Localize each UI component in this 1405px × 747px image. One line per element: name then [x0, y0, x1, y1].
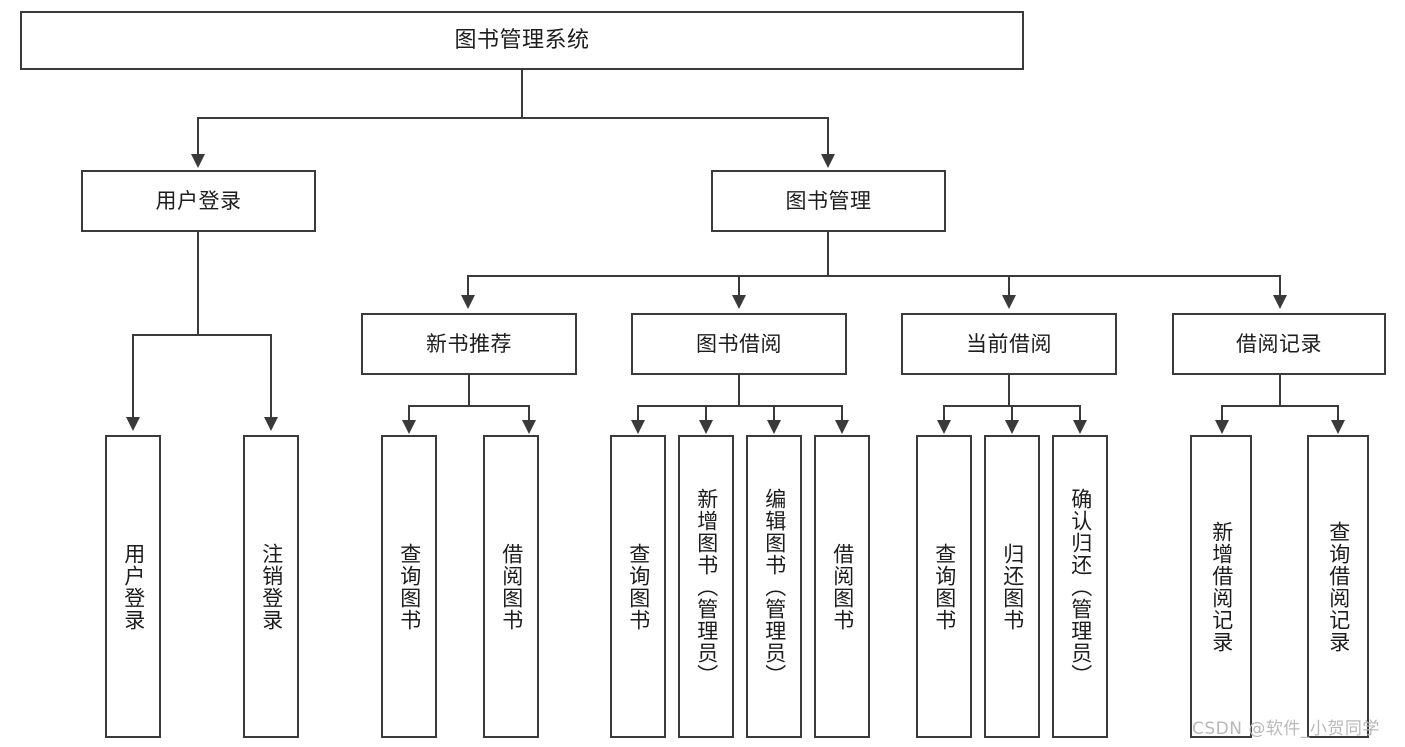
arrow-current-borrow-child-3	[1073, 420, 1087, 434]
leaf-book-borrow-query[interactable]: 查询图书	[610, 435, 666, 738]
connector-borrow-records-stem	[1279, 375, 1281, 406]
connector-root-bar	[197, 117, 829, 119]
connector-root-stem	[521, 70, 523, 118]
connector-book-borrow-child-4	[841, 405, 843, 421]
leaf-borrow-records-query[interactable]: 查询借阅记录	[1307, 435, 1369, 738]
arrow-user-login-child-2	[264, 417, 278, 431]
leaf-user-login-signin[interactable]: 用户登录	[105, 435, 161, 738]
arrow-book-manage-child-3	[1002, 295, 1016, 309]
arrow-root-to-user-login	[191, 154, 205, 168]
arrow-new-book-child-1	[402, 420, 416, 434]
node-label: 确认归还（管理员）	[1068, 487, 1093, 686]
node-label: 用户登录	[121, 542, 146, 631]
connector-current-borrow-stem	[1008, 375, 1010, 406]
connector-book-borrow-stem	[738, 375, 740, 406]
connector-book-borrow-child-1	[637, 405, 639, 421]
node-label: 借阅记录	[1236, 331, 1322, 356]
node-root-system[interactable]: 图书管理系统	[20, 11, 1024, 70]
connector-new-book-bar	[408, 405, 529, 407]
arrow-book-borrow-child-3	[767, 420, 781, 434]
connector-book-manage-stem	[827, 232, 829, 276]
node-label: 当前借阅	[966, 331, 1052, 356]
connector-root-to-book-manage	[827, 117, 829, 155]
leaf-borrow-records-add[interactable]: 新增借阅记录	[1190, 435, 1252, 738]
node-label: 新增借阅记录	[1209, 520, 1234, 653]
node-label: 用户登录	[155, 188, 242, 213]
connector-borrow-records-bar	[1221, 405, 1338, 407]
node-label: 新书推荐	[426, 331, 512, 356]
connector-book-manage-child-1	[467, 275, 469, 296]
connector-book-borrow-bar	[637, 405, 842, 407]
arrow-book-manage-child-1	[461, 295, 475, 309]
arrow-book-borrow-child-4	[835, 420, 849, 434]
node-label: 借阅图书	[830, 542, 855, 631]
leaf-book-borrow-edit[interactable]: 编辑图书（管理员）	[746, 435, 802, 738]
arrow-borrow-records-child-1	[1215, 420, 1229, 434]
leaf-book-borrow-add[interactable]: 新增图书（管理员）	[678, 435, 734, 738]
node-label: 图书借阅	[696, 331, 782, 356]
arrow-new-book-child-2	[522, 420, 536, 434]
connector-user-login-bar	[132, 334, 272, 336]
node-label: 图书管理	[785, 188, 872, 213]
connector-current-borrow-child-1	[943, 405, 945, 421]
node-book-management[interactable]: 图书管理	[711, 170, 946, 232]
connector-book-manage-child-2	[738, 275, 740, 296]
connector-borrow-records-child-2	[1337, 405, 1339, 421]
watermark-text: CSDN @软件_小贺同学	[1192, 719, 1380, 739]
leaf-current-borrow-confirm-return[interactable]: 确认归还（管理员）	[1052, 435, 1108, 738]
leaf-user-login-signout[interactable]: 注销登录	[243, 435, 299, 738]
connector-new-book-child-1	[408, 405, 410, 421]
node-label: 编辑图书（管理员）	[762, 487, 787, 686]
arrow-book-borrow-child-2	[699, 420, 713, 434]
connector-current-borrow-child-2	[1011, 405, 1013, 421]
connector-book-manage-child-4	[1279, 275, 1281, 296]
connector-user-login-child-2	[270, 334, 272, 418]
node-label: 图书管理系统	[454, 27, 590, 53]
arrow-user-login-child-1	[126, 417, 140, 431]
leaf-current-borrow-query[interactable]: 查询图书	[916, 435, 972, 738]
arrow-root-to-book-manage	[821, 154, 835, 168]
connector-user-login-stem	[197, 232, 199, 335]
connector-root-to-user-login	[197, 117, 199, 155]
arrow-book-borrow-child-1	[631, 420, 645, 434]
connector-book-manage-child-3	[1008, 275, 1010, 296]
node-book-borrow[interactable]: 图书借阅	[631, 313, 847, 375]
connector-book-borrow-child-3	[773, 405, 775, 421]
leaf-new-book-borrow[interactable]: 借阅图书	[483, 435, 539, 738]
node-label: 查询借阅记录	[1326, 520, 1351, 653]
connector-book-manage-bar	[467, 275, 1280, 277]
arrow-book-manage-child-4	[1273, 295, 1287, 309]
connector-new-book-stem	[468, 375, 470, 406]
connector-book-borrow-child-2	[705, 405, 707, 421]
node-label: 新增图书（管理员）	[694, 487, 719, 686]
node-new-book-recommend[interactable]: 新书推荐	[361, 313, 577, 375]
node-label: 查询图书	[932, 542, 957, 631]
connector-user-login-child-1	[132, 334, 134, 418]
node-current-borrow[interactable]: 当前借阅	[901, 313, 1117, 375]
connector-borrow-records-child-1	[1221, 405, 1223, 421]
node-label: 注销登录	[259, 542, 284, 631]
connector-new-book-child-2	[528, 405, 530, 421]
leaf-current-borrow-return[interactable]: 归还图书	[984, 435, 1040, 738]
node-label: 借阅图书	[499, 542, 524, 631]
arrow-current-borrow-child-2	[1005, 420, 1019, 434]
leaf-new-book-query[interactable]: 查询图书	[381, 435, 437, 738]
node-borrow-records[interactable]: 借阅记录	[1172, 313, 1386, 375]
leaf-book-borrow-borrow[interactable]: 借阅图书	[814, 435, 870, 738]
connector-current-borrow-child-3	[1079, 405, 1081, 421]
arrow-borrow-records-child-2	[1331, 420, 1345, 434]
node-label: 归还图书	[1000, 542, 1025, 631]
node-label: 查询图书	[397, 542, 422, 631]
node-label: 查询图书	[626, 542, 651, 631]
arrow-book-manage-child-2	[732, 295, 746, 309]
node-user-login[interactable]: 用户登录	[81, 170, 316, 232]
arrow-current-borrow-child-1	[937, 420, 951, 434]
